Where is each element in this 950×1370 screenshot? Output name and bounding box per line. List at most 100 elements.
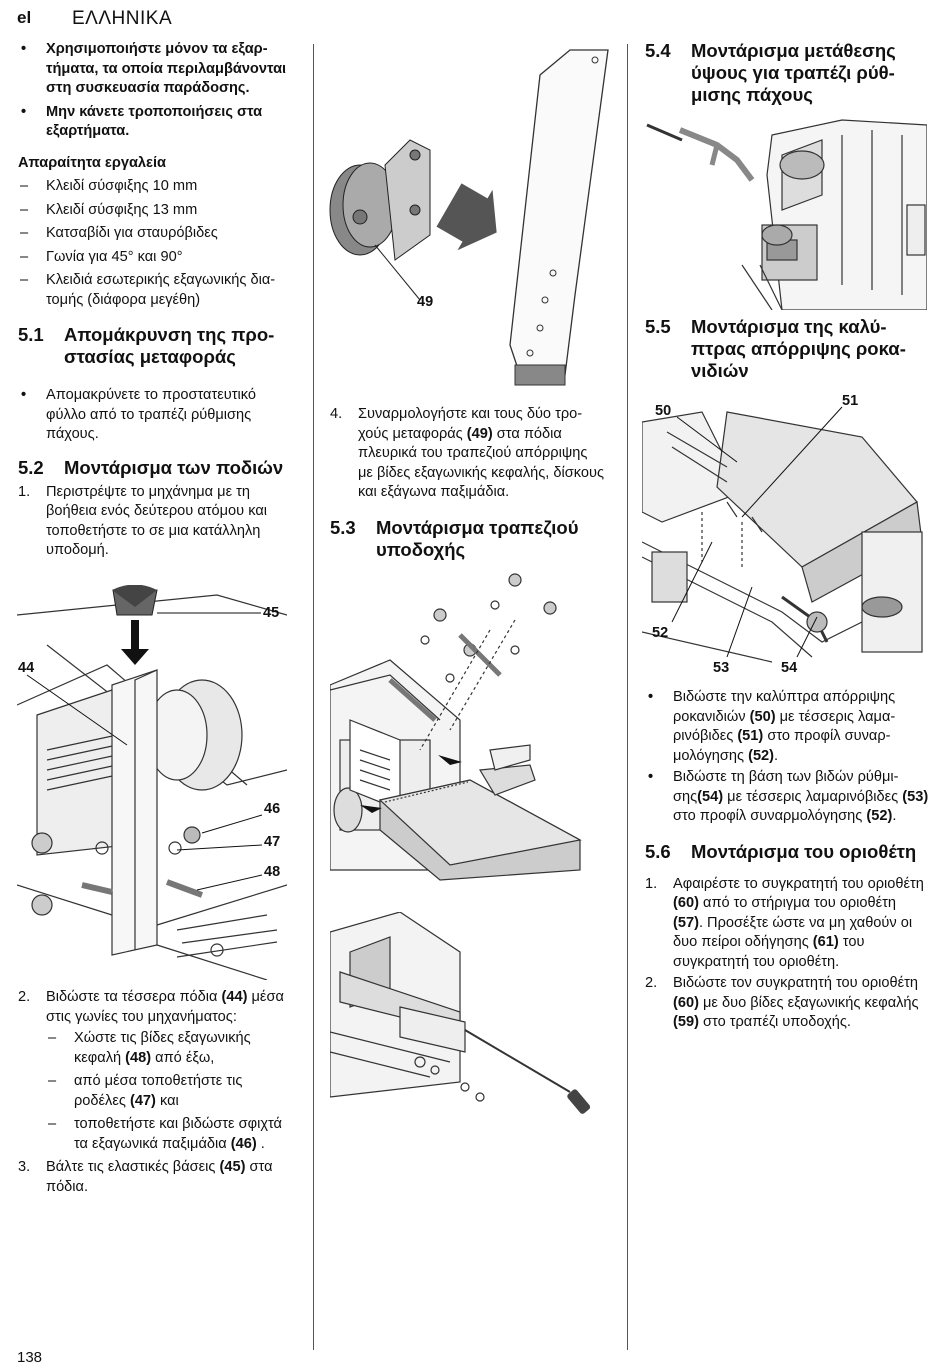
figure-legs: 45 44 46 47 48 [16, 584, 288, 981]
step-text: Συναρμολογήστε και τους δύο τρο­χούς μετ… [358, 406, 583, 442]
section-number: 5.2 [18, 456, 44, 478]
step-text: από το στήριγμα του οριοθέτη [698, 895, 897, 911]
part-reference: (52) [866, 808, 893, 824]
bullet-text: Βιδώστε τη βάση των βιδών ρύθμι­σης [673, 769, 899, 805]
bullet-item: Απομακρύνετε το προστατευτικό φύλλο από … [18, 386, 290, 445]
part-reference: (44) [221, 989, 248, 1005]
section-title: Μοντάρισμα τραπεζιού υποδοχής [376, 516, 579, 560]
sub-step: από μέσα τοποθετήστε τις ροδέλες (47) κα… [46, 1072, 290, 1111]
part-reference: (61) [812, 934, 839, 950]
page-number: 138 [17, 1349, 43, 1366]
safety-bullets: Χρησιμοποιήστε μόνον τα εξαρ­τήματα, τα … [18, 40, 290, 142]
steps-list: 1. Αφαιρέστε το συγκρατητή του ορι­οθέτη… [645, 875, 930, 1033]
step-text: στο τραπέζι υποδο­χής. [698, 1014, 851, 1030]
step-text: του συγκρατητή του οριοθέτη. [673, 934, 865, 970]
sub-step-text: τοποθετήστε και βιδώστε σφι­χτά τα εξαγω… [74, 1116, 282, 1152]
callout-54: 54 [781, 660, 798, 676]
legs-illustration [16, 584, 288, 981]
bullet-item: Μην κάνετε τροποποιήσεις στα εξαρτήματα. [18, 103, 290, 142]
section-title: Μοντάρισμα της καλύ­πτρας απόρριψης ροκα… [691, 316, 906, 381]
section-heading-5-6: 5.6 Μοντάρισμα του οριο­θέτη [645, 841, 930, 863]
section-number: 5.5 [645, 316, 671, 337]
callout-50: 50 [655, 403, 672, 419]
section-number: 5.4 [645, 40, 671, 61]
column-right-lower: Βιδώστε την καλύπτρα απόρριψης ροκανιδιώ… [645, 688, 930, 1033]
figure-infeed-table [329, 570, 610, 905]
section-heading-5-3: 5.3 Μοντάρισμα τραπεζιού υποδοχής [330, 517, 605, 561]
step-number: 2. [18, 989, 31, 1005]
wheels-illustration [329, 49, 609, 386]
step-text: Βάλτε τις ελαστικές βάσεις [46, 1159, 220, 1175]
step-text: με δυο βίδες εξαγωνικής κεφαλής [698, 994, 919, 1011]
figure-transport-wheels: 49 [325, 45, 610, 395]
step-item: 2. Βιδώστε τα τέσσερα πόδια (44) μέσα στ… [18, 988, 290, 1154]
figure-table-detail [329, 911, 610, 1122]
removal-bullet: Απομακρύνετε το προστατευτικό φύλλο από … [18, 386, 290, 445]
sub-steps: Χώστε τις βίδες εξαγωνικής κεφαλή (48) α… [46, 1029, 290, 1154]
figure-height-adjust [642, 115, 928, 311]
steps-list: 4. Συναρμολογήστε και τους δύο τρο­χούς … [330, 405, 605, 503]
sub-step-text: από μέσα τοποθετήστε τις ροδέλες [74, 1073, 243, 1109]
part-reference: (57) [673, 914, 699, 931]
callout-48: 48 [264, 864, 281, 880]
callout-45: 45 [263, 605, 280, 621]
step-item: 1. Αφαιρέστε το συγκρατητή του ορι­οθέτη… [645, 875, 930, 973]
sub-step-text: από έξω, [151, 1049, 215, 1066]
part-reference: (50) [749, 708, 776, 725]
step-item: 4. Συναρμολογήστε και τους δύο τρο­χούς … [330, 405, 605, 503]
figure-chip-cover: 50 51 52 53 54 [641, 392, 927, 682]
bullet-item: Βιδώστε τη βάση των βιδών ρύθμι­σης(54) … [645, 768, 930, 827]
bullet-text: . [774, 747, 779, 764]
language-title: ΕΛΛΗΝΙΚΑ [72, 8, 173, 29]
part-reference: (51) [737, 728, 764, 744]
tool-item: Κλειδί σύσφιξης 13 mm [18, 201, 290, 221]
bullet-text: Βιδώστε την καλύπτρα απόρριψης ροκανιδιώ… [673, 689, 896, 725]
part-reference: (45) [219, 1159, 246, 1175]
step-text: στα πόδια πλευρικά του τραπεζιού απόρρι­… [358, 425, 605, 501]
part-reference: (46) [230, 1135, 257, 1152]
part-reference: (49) [466, 425, 493, 442]
steps-list: 1. Περιστρέψτε το μηχάνημα με τη βοήθεια… [18, 483, 290, 561]
column-right: 5.4 Μοντάρισμα μετάθεσης ύψους για τραπέ… [645, 40, 925, 106]
step-text: Αφαιρέστε το συγκρατητή του ορι­οθέτη [673, 875, 924, 892]
callout-52: 52 [652, 625, 669, 641]
bullet-item: Βιδώστε την καλύπτρα απόρριψης ροκανιδιώ… [645, 688, 930, 766]
bullet-text: με τέσσερις λαμα­ρινόβιδες [673, 708, 896, 745]
bullet-item: Χρησιμοποιήστε μόνον τα εξαρ­τήματα, τα … [18, 40, 290, 99]
callout-47: 47 [264, 834, 281, 850]
section-heading-5-1: 5.1 Απομάκρυνση της προ­στασίας μεταφορά… [18, 324, 290, 368]
step-item: 1. Περιστρέψτε το μηχάνημα με τη βοήθεια… [18, 483, 290, 561]
tool-item: Κλειδί σύσφιξης 10 mm [18, 177, 290, 197]
part-reference: (52) [748, 747, 775, 764]
section-number: 5.6 [645, 840, 671, 862]
part-reference: (54) [697, 788, 724, 805]
step-item: 3. Βάλτε τις ελαστικές βάσεις (45) στα π… [18, 1158, 290, 1197]
sub-step-text: . [256, 1135, 265, 1152]
bullet-text: . [892, 808, 897, 824]
step-text: Βιδώστε τα τέσσερα πόδια [46, 989, 222, 1005]
column-right: 5.5 Μοντάρισμα της καλύ­πτρας απόρριψης … [645, 316, 925, 382]
height-adjust-illustration [646, 119, 928, 311]
tools-heading: Απαραίτητα εργαλεία [18, 154, 167, 171]
table-detail-illustration [329, 911, 591, 1114]
chip-cover-illustration [641, 406, 923, 663]
callout-53: 53 [713, 660, 730, 676]
column-divider [627, 44, 628, 1350]
callout-44: 44 [18, 660, 35, 676]
section-title: Μοντάρισμα μετάθεσης ύψους για τραπέζι ρ… [691, 40, 896, 105]
section-number: 5.1 [18, 324, 44, 345]
section-number: 5.3 [330, 516, 356, 538]
bullet-text: με τέσσερις λαμαρινόβι­δες [723, 788, 903, 805]
section-title: Μοντάρισμα των ποδιών [64, 456, 284, 478]
bullet-text: στο προφίλ συναρμολόγη­σης [673, 808, 867, 824]
step-number: 4. [330, 406, 343, 422]
part-reference: (53) [902, 788, 929, 805]
steps-list: 2. Βιδώστε τα τέσσερα πόδια (44) μέσα στ… [18, 988, 290, 1197]
chip-cover-bullets: Βιδώστε την καλύπτρα απόρριψης ροκανιδιώ… [645, 688, 930, 827]
step-number: 1. [645, 875, 658, 892]
part-reference: (60) [673, 895, 699, 911]
callout-46: 46 [264, 801, 281, 817]
callout-51: 51 [842, 393, 859, 409]
language-code: el [17, 8, 32, 27]
section-heading-5-2: 5.2 Μοντάρισμα των ποδιών [18, 457, 290, 479]
